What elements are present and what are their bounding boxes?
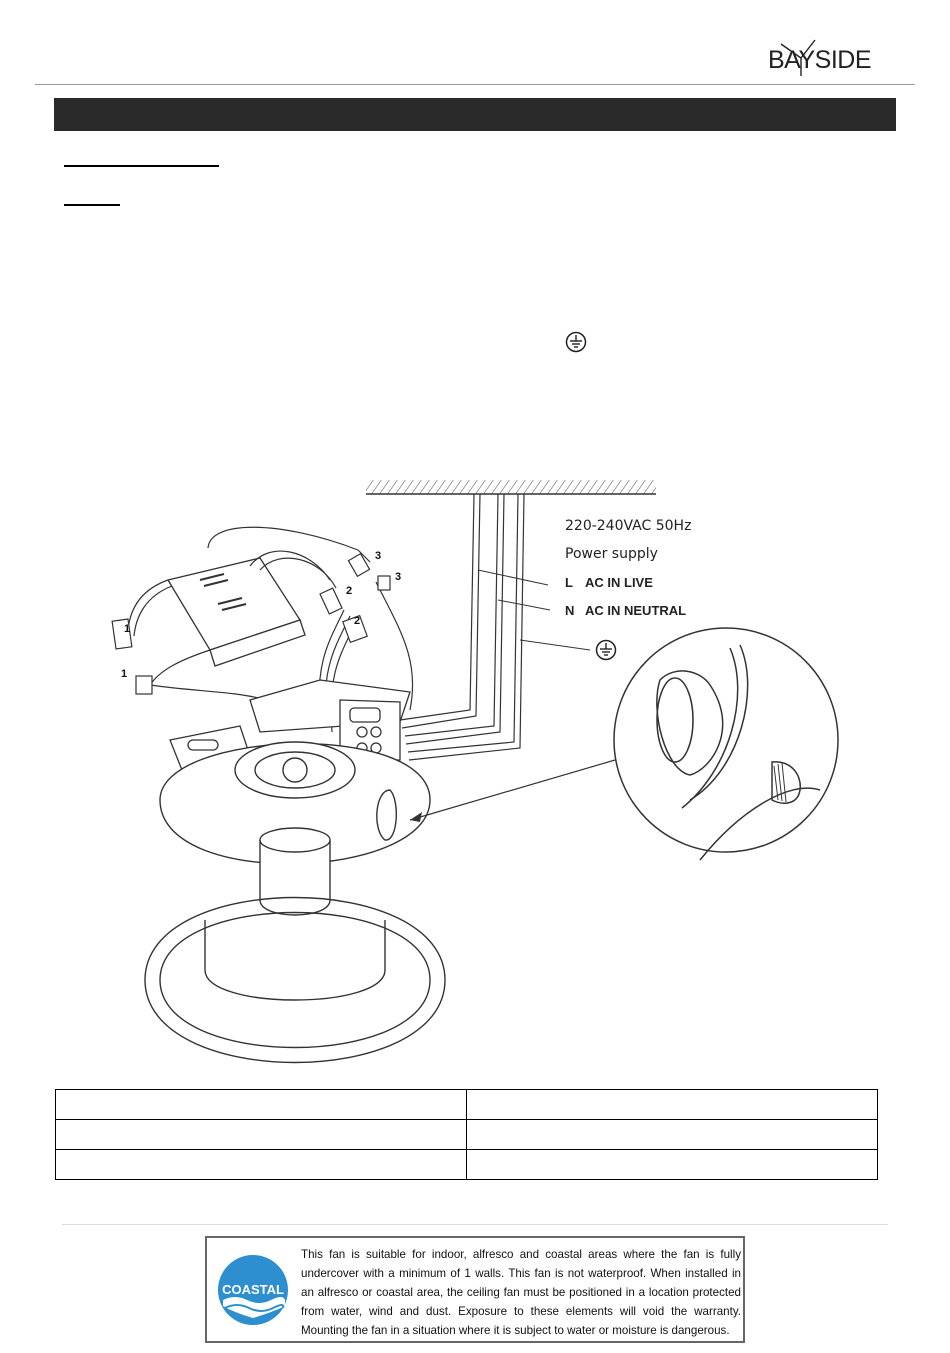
wiring-diagram: 220-240VAC 50Hz Power supply L AC IN LIV…	[100, 470, 850, 1080]
detail-arrowhead	[410, 812, 422, 822]
connector-number-1b: 1	[121, 668, 128, 680]
live-label: AC IN LIVE	[585, 575, 653, 590]
table-row	[55, 1149, 878, 1180]
coastal-badge-icon: COASTAL	[218, 1255, 288, 1325]
table-cell	[466, 1149, 878, 1180]
table-row	[55, 1119, 878, 1150]
connector-number-2b: 2	[354, 615, 361, 627]
brand-logo-text: BAYSIDE	[768, 46, 872, 74]
detail-zoom-circle	[613, 627, 839, 861]
table-cell	[466, 1089, 878, 1120]
earth-symbol-icon	[565, 331, 587, 353]
leader-lines	[477, 569, 591, 651]
wiring-diagram-drawing	[111, 480, 839, 1064]
header-divider	[35, 84, 915, 85]
supply-wires	[399, 493, 525, 761]
connector-number-3a: 3	[375, 550, 382, 562]
live-letter: L	[565, 575, 573, 590]
earth-marker-icon	[595, 639, 617, 661]
connector-number-3b: 3	[395, 571, 402, 583]
coastal-notice: COASTAL This fan is suitable for indoor,…	[205, 1236, 745, 1343]
connector-number-2a: 2	[346, 585, 353, 597]
coastal-notice-text: This fan is suitable for indoor, alfresc…	[301, 1248, 741, 1337]
neutral-label: AC IN NEUTRAL	[585, 603, 687, 618]
spec-table	[55, 1089, 878, 1180]
section-title-bar	[54, 98, 896, 131]
receiver-unit	[166, 557, 306, 667]
table-row	[55, 1089, 878, 1120]
power-supply-label: Power supply	[565, 546, 658, 562]
mounting-bracket	[169, 679, 411, 771]
ceiling-hatch	[366, 480, 656, 494]
neutral-letter: N	[565, 603, 575, 618]
bayside-logo-mark	[780, 39, 816, 76]
footer-divider	[62, 1224, 888, 1225]
table-cell	[55, 1149, 467, 1180]
fan-canopy	[144, 741, 446, 1064]
subheading-underline	[64, 190, 120, 206]
table-cell	[466, 1119, 878, 1150]
table-cell	[55, 1119, 467, 1150]
detail-arrow	[409, 759, 616, 821]
table-cell	[55, 1089, 467, 1120]
section-heading-underline	[64, 150, 219, 167]
power-voltage-label: 220-240VAC 50Hz	[565, 518, 692, 534]
connectors	[111, 552, 391, 695]
coastal-badge-text: COASTAL	[222, 1282, 284, 1297]
connector-number-1a: 1	[124, 623, 131, 635]
